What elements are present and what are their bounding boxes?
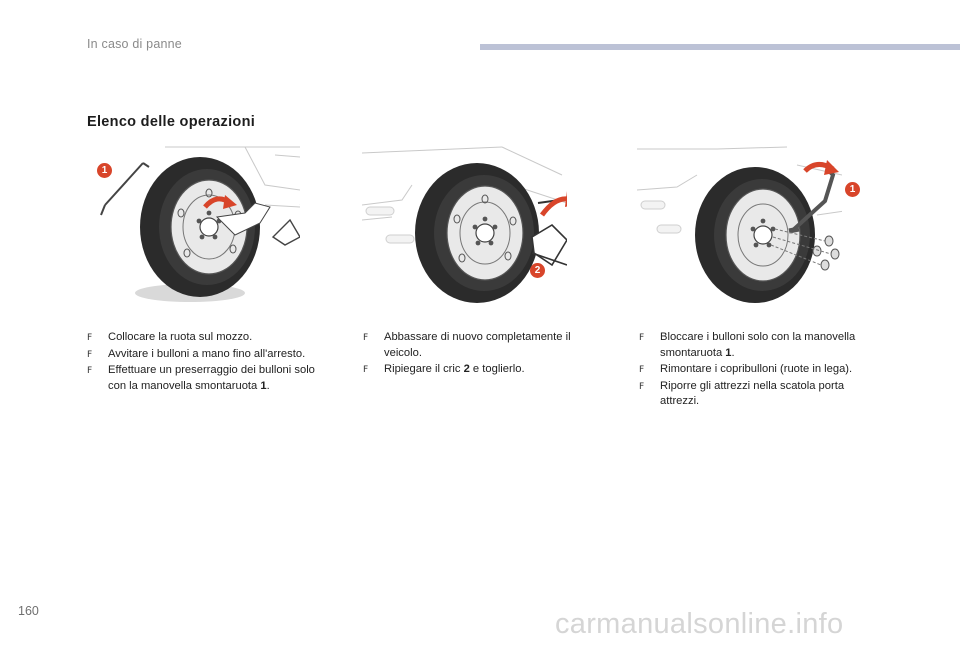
wheel-illustration-1 — [100, 146, 300, 302]
wheel-illustration-3 — [637, 146, 842, 303]
callout-badge: 1 — [845, 182, 860, 197]
header-accent-bar — [480, 44, 960, 50]
figure-fit-wheel: 1 — [95, 145, 300, 305]
running-header: In caso di panne — [87, 37, 182, 51]
callout-number: 1 — [101, 165, 108, 176]
callout-number: 2 — [534, 265, 541, 276]
callout-badge: 1 — [97, 163, 112, 178]
page-number: 160 — [18, 604, 39, 618]
callout-badge: 2 — [530, 263, 545, 278]
figure-lower-vehicle: 2 — [362, 145, 567, 305]
callout-number: 1 — [849, 184, 856, 195]
watermark: carmanualsonline.info — [555, 608, 844, 640]
wheel-illustration-2 — [362, 146, 567, 303]
section-title: Elenco delle operazioni — [87, 114, 256, 130]
figure-tighten-bolts: 1 — [637, 145, 860, 305]
